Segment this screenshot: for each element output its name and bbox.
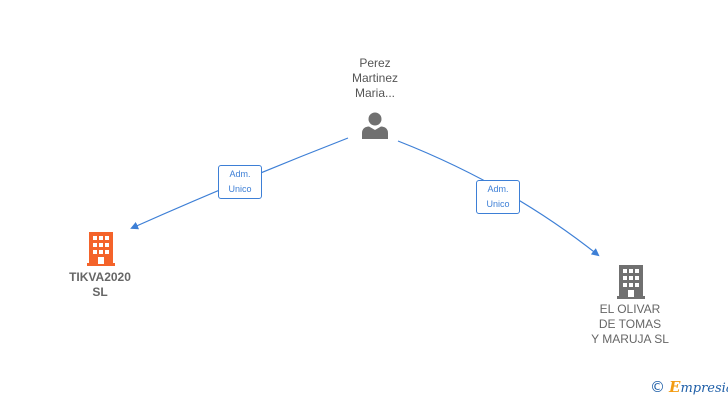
building-icon[interactable] [87,232,115,266]
brand-name: mpresia [680,381,728,396]
person-name[interactable]: Perez Martinez Maria... [351,56,398,100]
company-name-el-olivar[interactable]: EL OLIVAR DE TOMAS Y MARUJA SL [591,302,669,346]
edge-label-adm-unico[interactable]: Adm. Unico [476,180,520,214]
brand-initial: E [669,378,681,396]
copyright-icon: © [650,378,665,396]
company-name-tikva[interactable]: TIKVA2020 SL [69,270,131,299]
building-icon[interactable] [617,265,645,299]
person-icon[interactable] [361,111,389,139]
brand-logo: ©Empresia [650,378,728,396]
edge-label-adm-unico[interactable]: Adm. Unico [218,165,262,199]
